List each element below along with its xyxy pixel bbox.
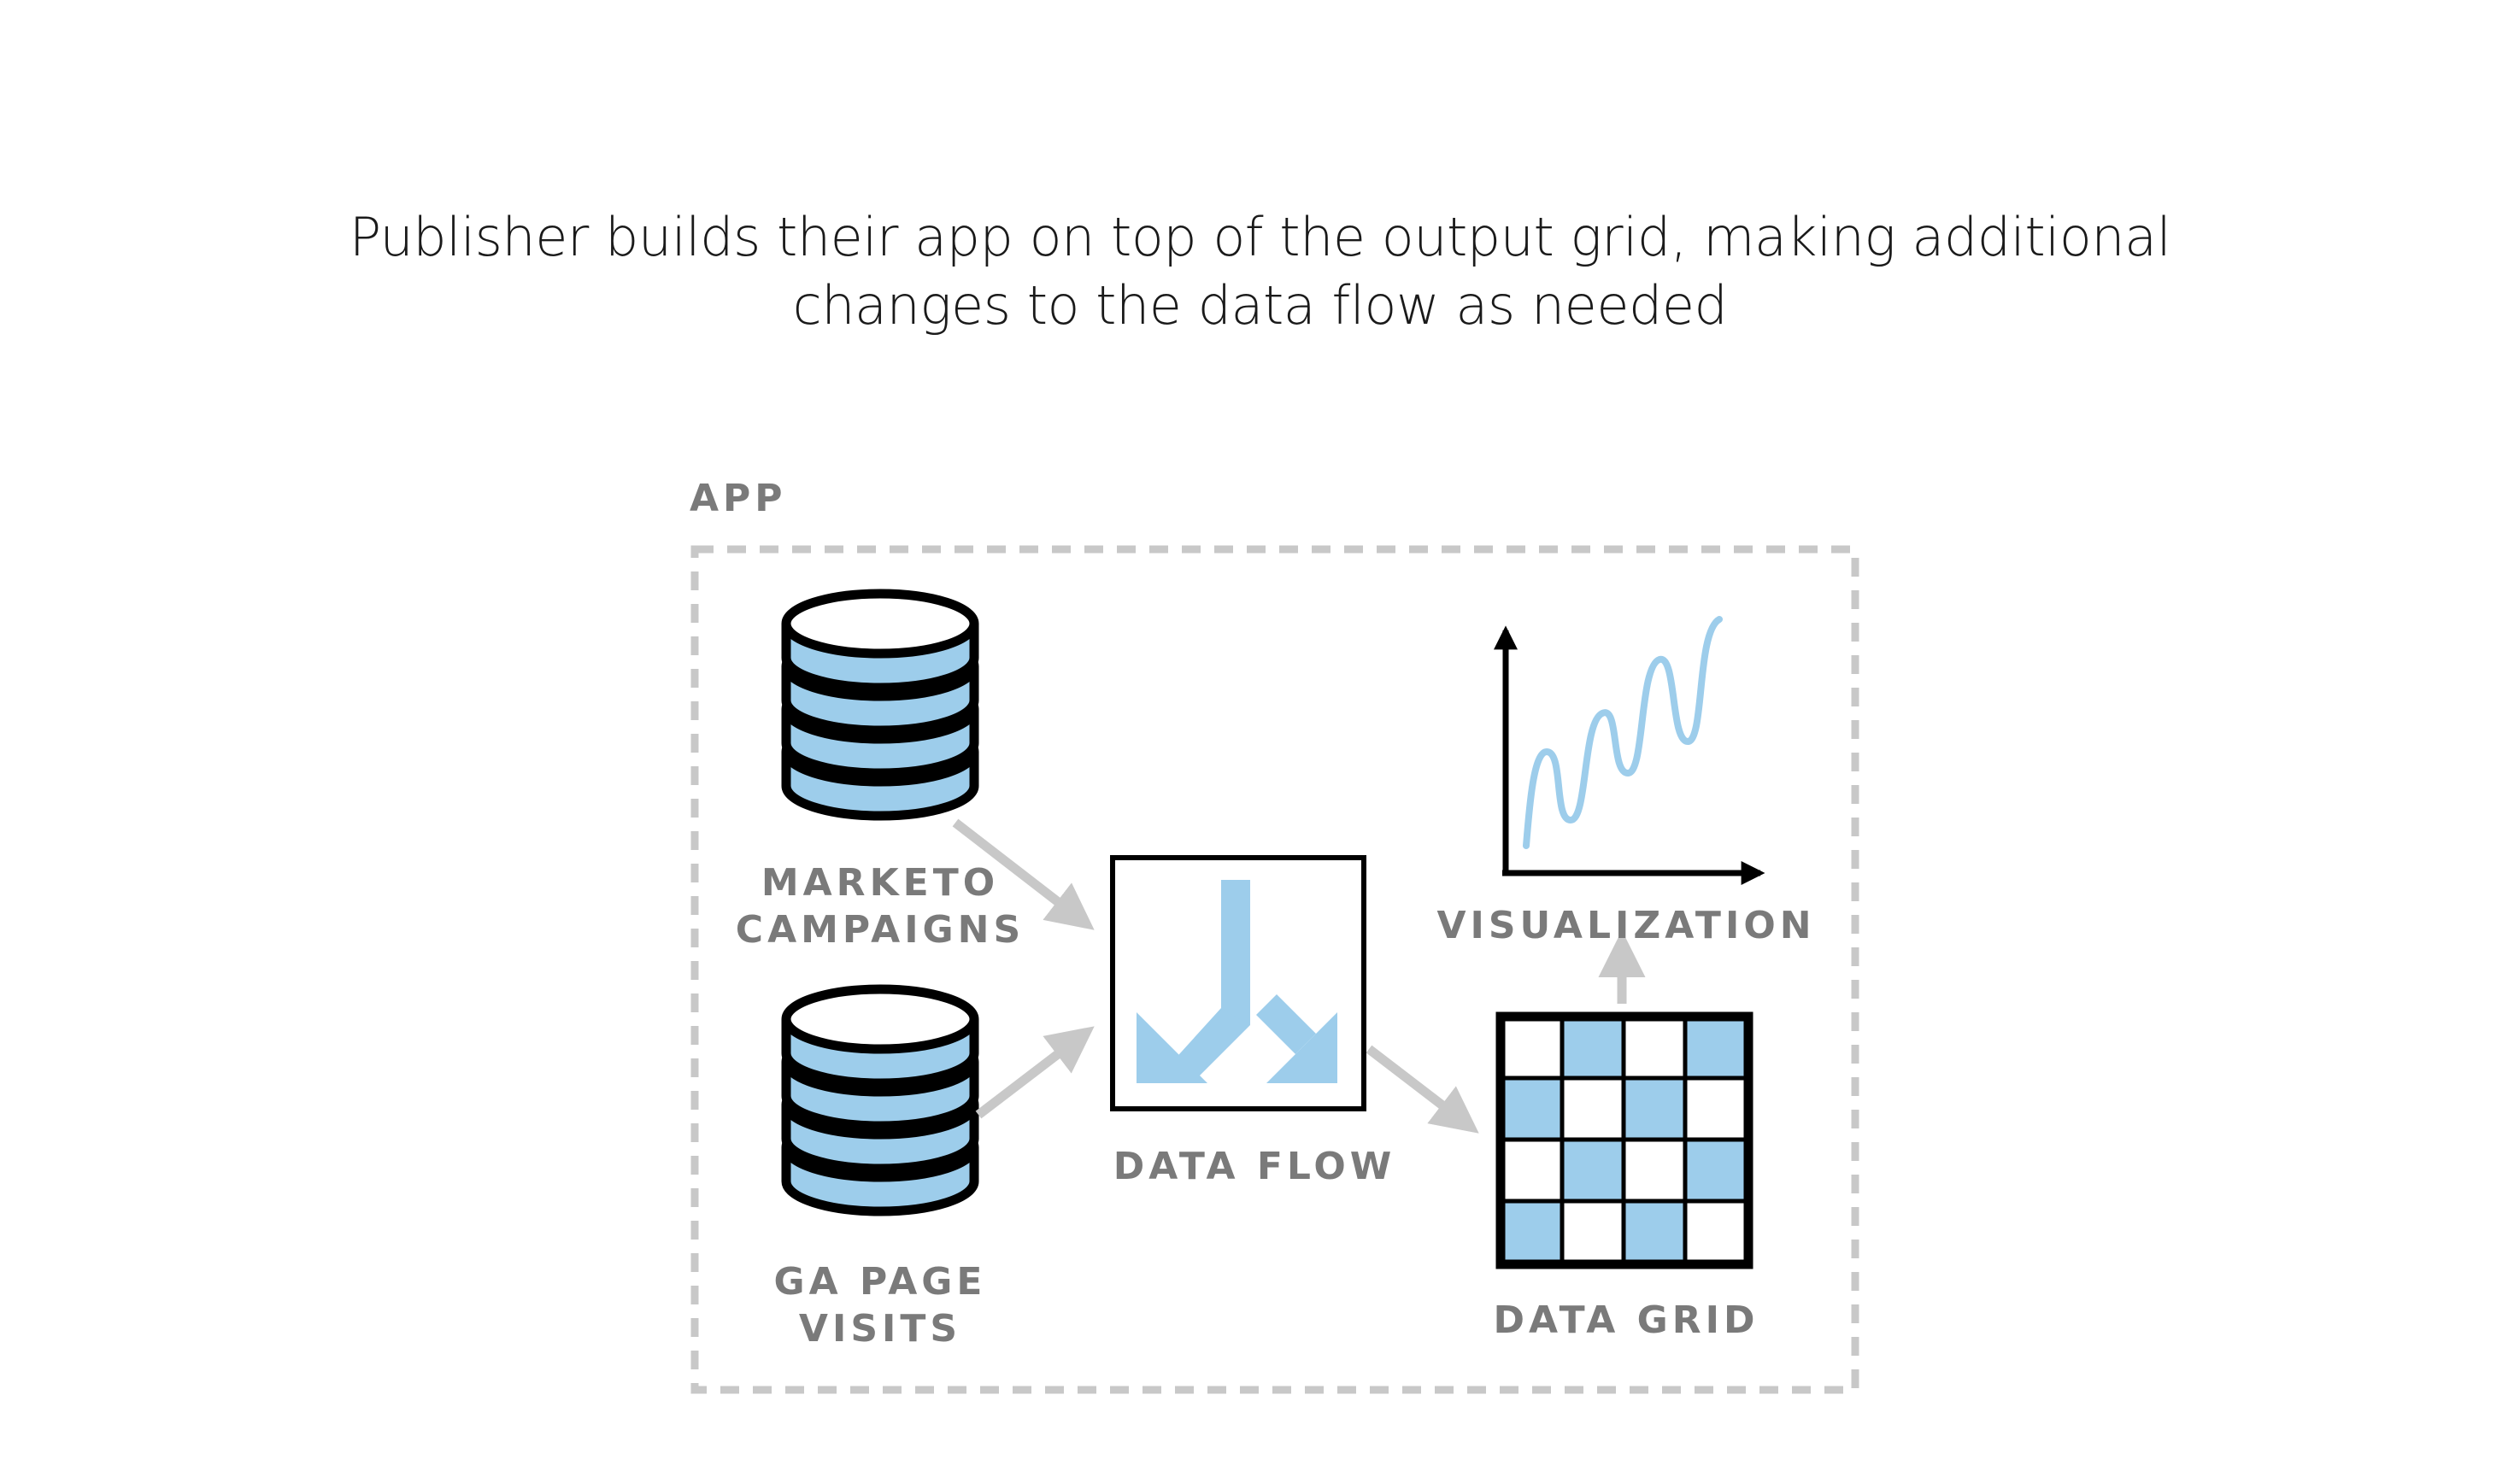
data-grid-label: DATA GRID <box>1493 1298 1759 1342</box>
marketo-campaigns-database-icon <box>781 589 979 821</box>
app-container-label: APP <box>690 477 787 520</box>
data-flow-label: DATA FLOW <box>1113 1145 1396 1188</box>
line-chart-icon <box>1494 616 1765 885</box>
diagram-caption: Publisher builds their app on top of the… <box>0 203 2520 340</box>
caption-line-1: Publisher builds their app on top of the… <box>349 206 2171 268</box>
data-grid-icon <box>1495 1011 1753 1269</box>
merge-arrows-icon <box>1137 880 1337 1083</box>
app-container <box>690 545 1859 1394</box>
marketo-label-line2: CAMPAIGNS <box>736 908 1025 952</box>
ga-label-line1: GA PAGE <box>774 1260 987 1304</box>
visualization-curve <box>1523 616 1723 849</box>
arrow-dataflow-to-grid <box>1366 1045 1479 1134</box>
ga-label-line2: VISITS <box>799 1307 961 1351</box>
visualization-label: VISUALIZATION <box>1436 904 1815 947</box>
caption-line-2: changes to the data flow as needed <box>792 274 1728 337</box>
arrow-marketo-to-dataflow <box>952 818 1095 930</box>
arrow-ga-to-dataflow <box>975 1026 1095 1119</box>
marketo-label-line1: MARKETO <box>761 861 999 905</box>
ga-page-visits-database-icon <box>781 984 979 1216</box>
